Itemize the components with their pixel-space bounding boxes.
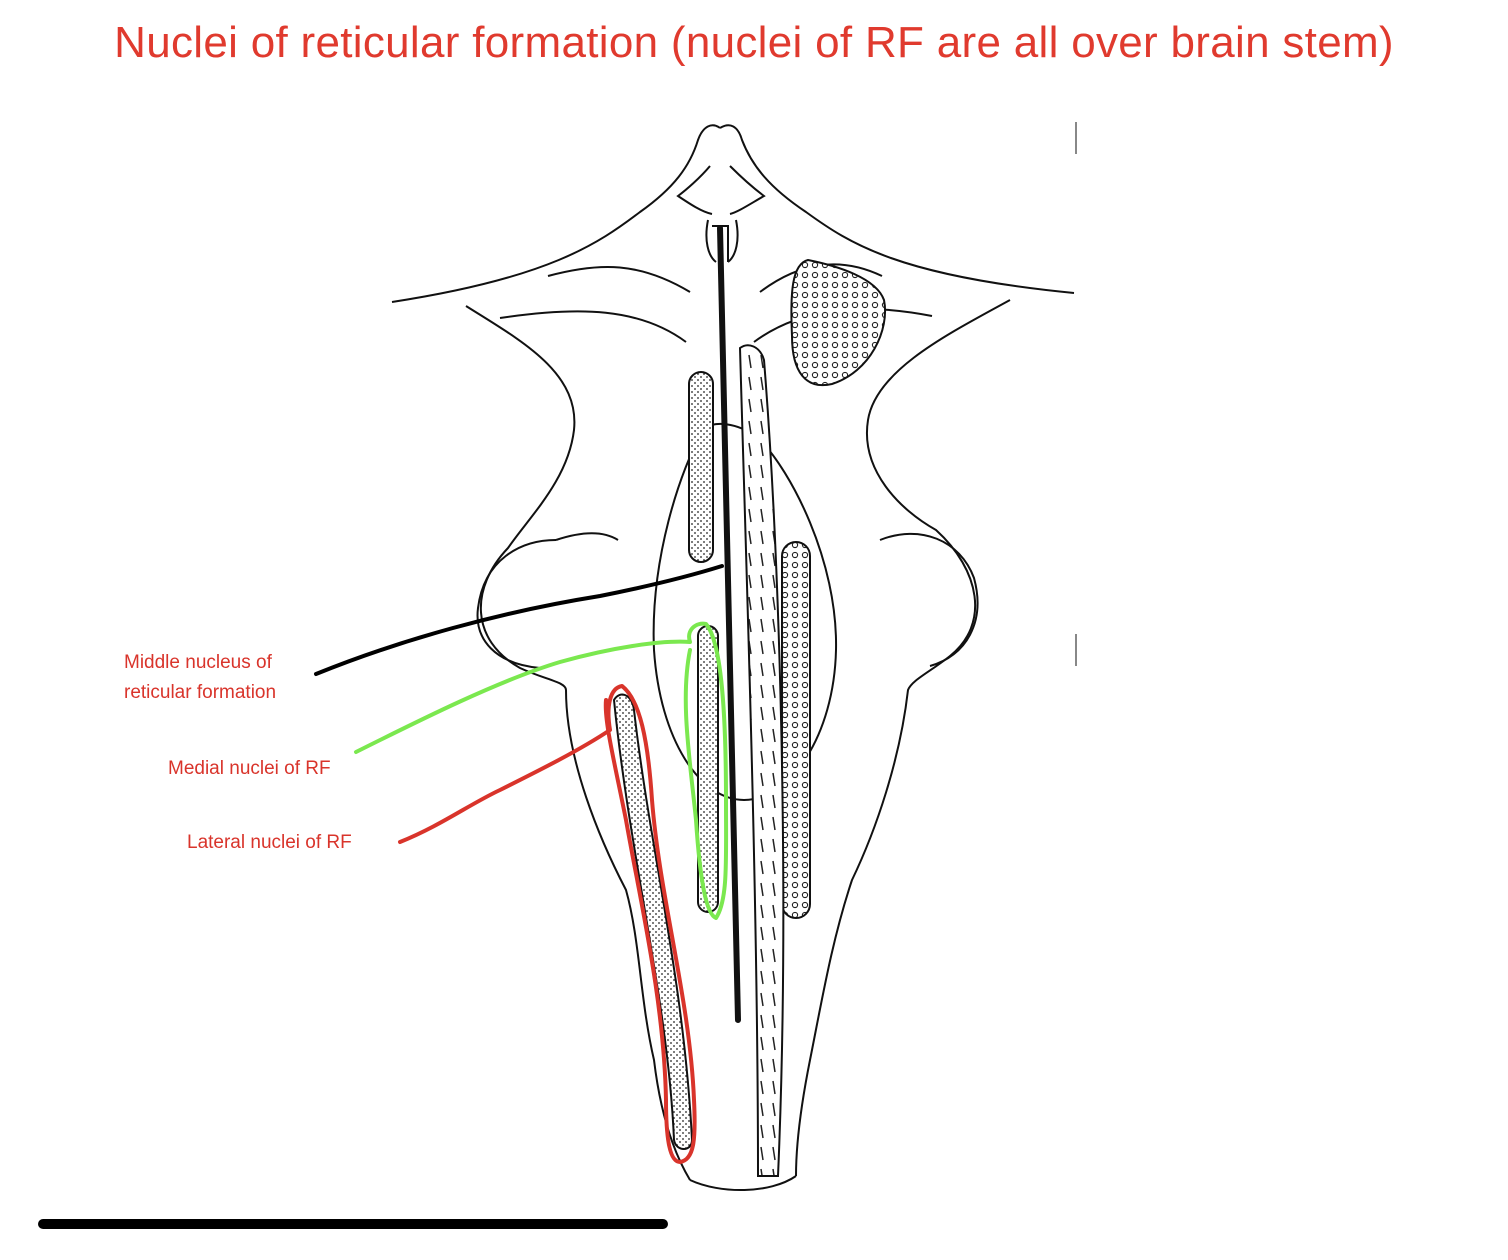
lateral-nuclei-highlight — [398, 684, 697, 1164]
right-contour — [795, 299, 1011, 1177]
left-lobe — [476, 539, 557, 669]
lateral-nuclei-label: Lateral nuclei of RF — [187, 832, 352, 853]
midline — [717, 225, 741, 1023]
home-indicator-bar[interactable] — [38, 1219, 668, 1229]
medial-nuclei-highlight — [354, 621, 729, 920]
brainstem-outline — [391, 124, 1075, 1192]
edge-tick-lower — [1075, 634, 1077, 666]
midbrain-top-right — [719, 124, 1075, 294]
dotted-nucleus-lateral — [612, 693, 694, 1150]
dotted-nucleus-upper — [688, 371, 714, 563]
ringed-nucleus-upper — [790, 258, 886, 387]
right-lobe — [879, 532, 979, 667]
left-contour — [465, 305, 691, 1181]
middle-nucleus-label: Middle nucleus of reticular formation — [124, 648, 276, 708]
middle-nucleus-label-line1: Middle nucleus of — [124, 652, 272, 673]
ringed-nucleus-column — [781, 541, 811, 919]
middle-nucleus-label-line2: reticular formation — [124, 682, 277, 703]
dashed-tract — [738, 344, 785, 1177]
page-title: Nuclei of reticular formation (nuclei of… — [114, 18, 1394, 67]
midbrain-top — [391, 124, 721, 303]
middle-nucleus-leader — [314, 564, 724, 676]
medial-nuclei-label: Medial nuclei of RF — [168, 758, 331, 779]
edge-tick-upper — [1075, 122, 1077, 154]
